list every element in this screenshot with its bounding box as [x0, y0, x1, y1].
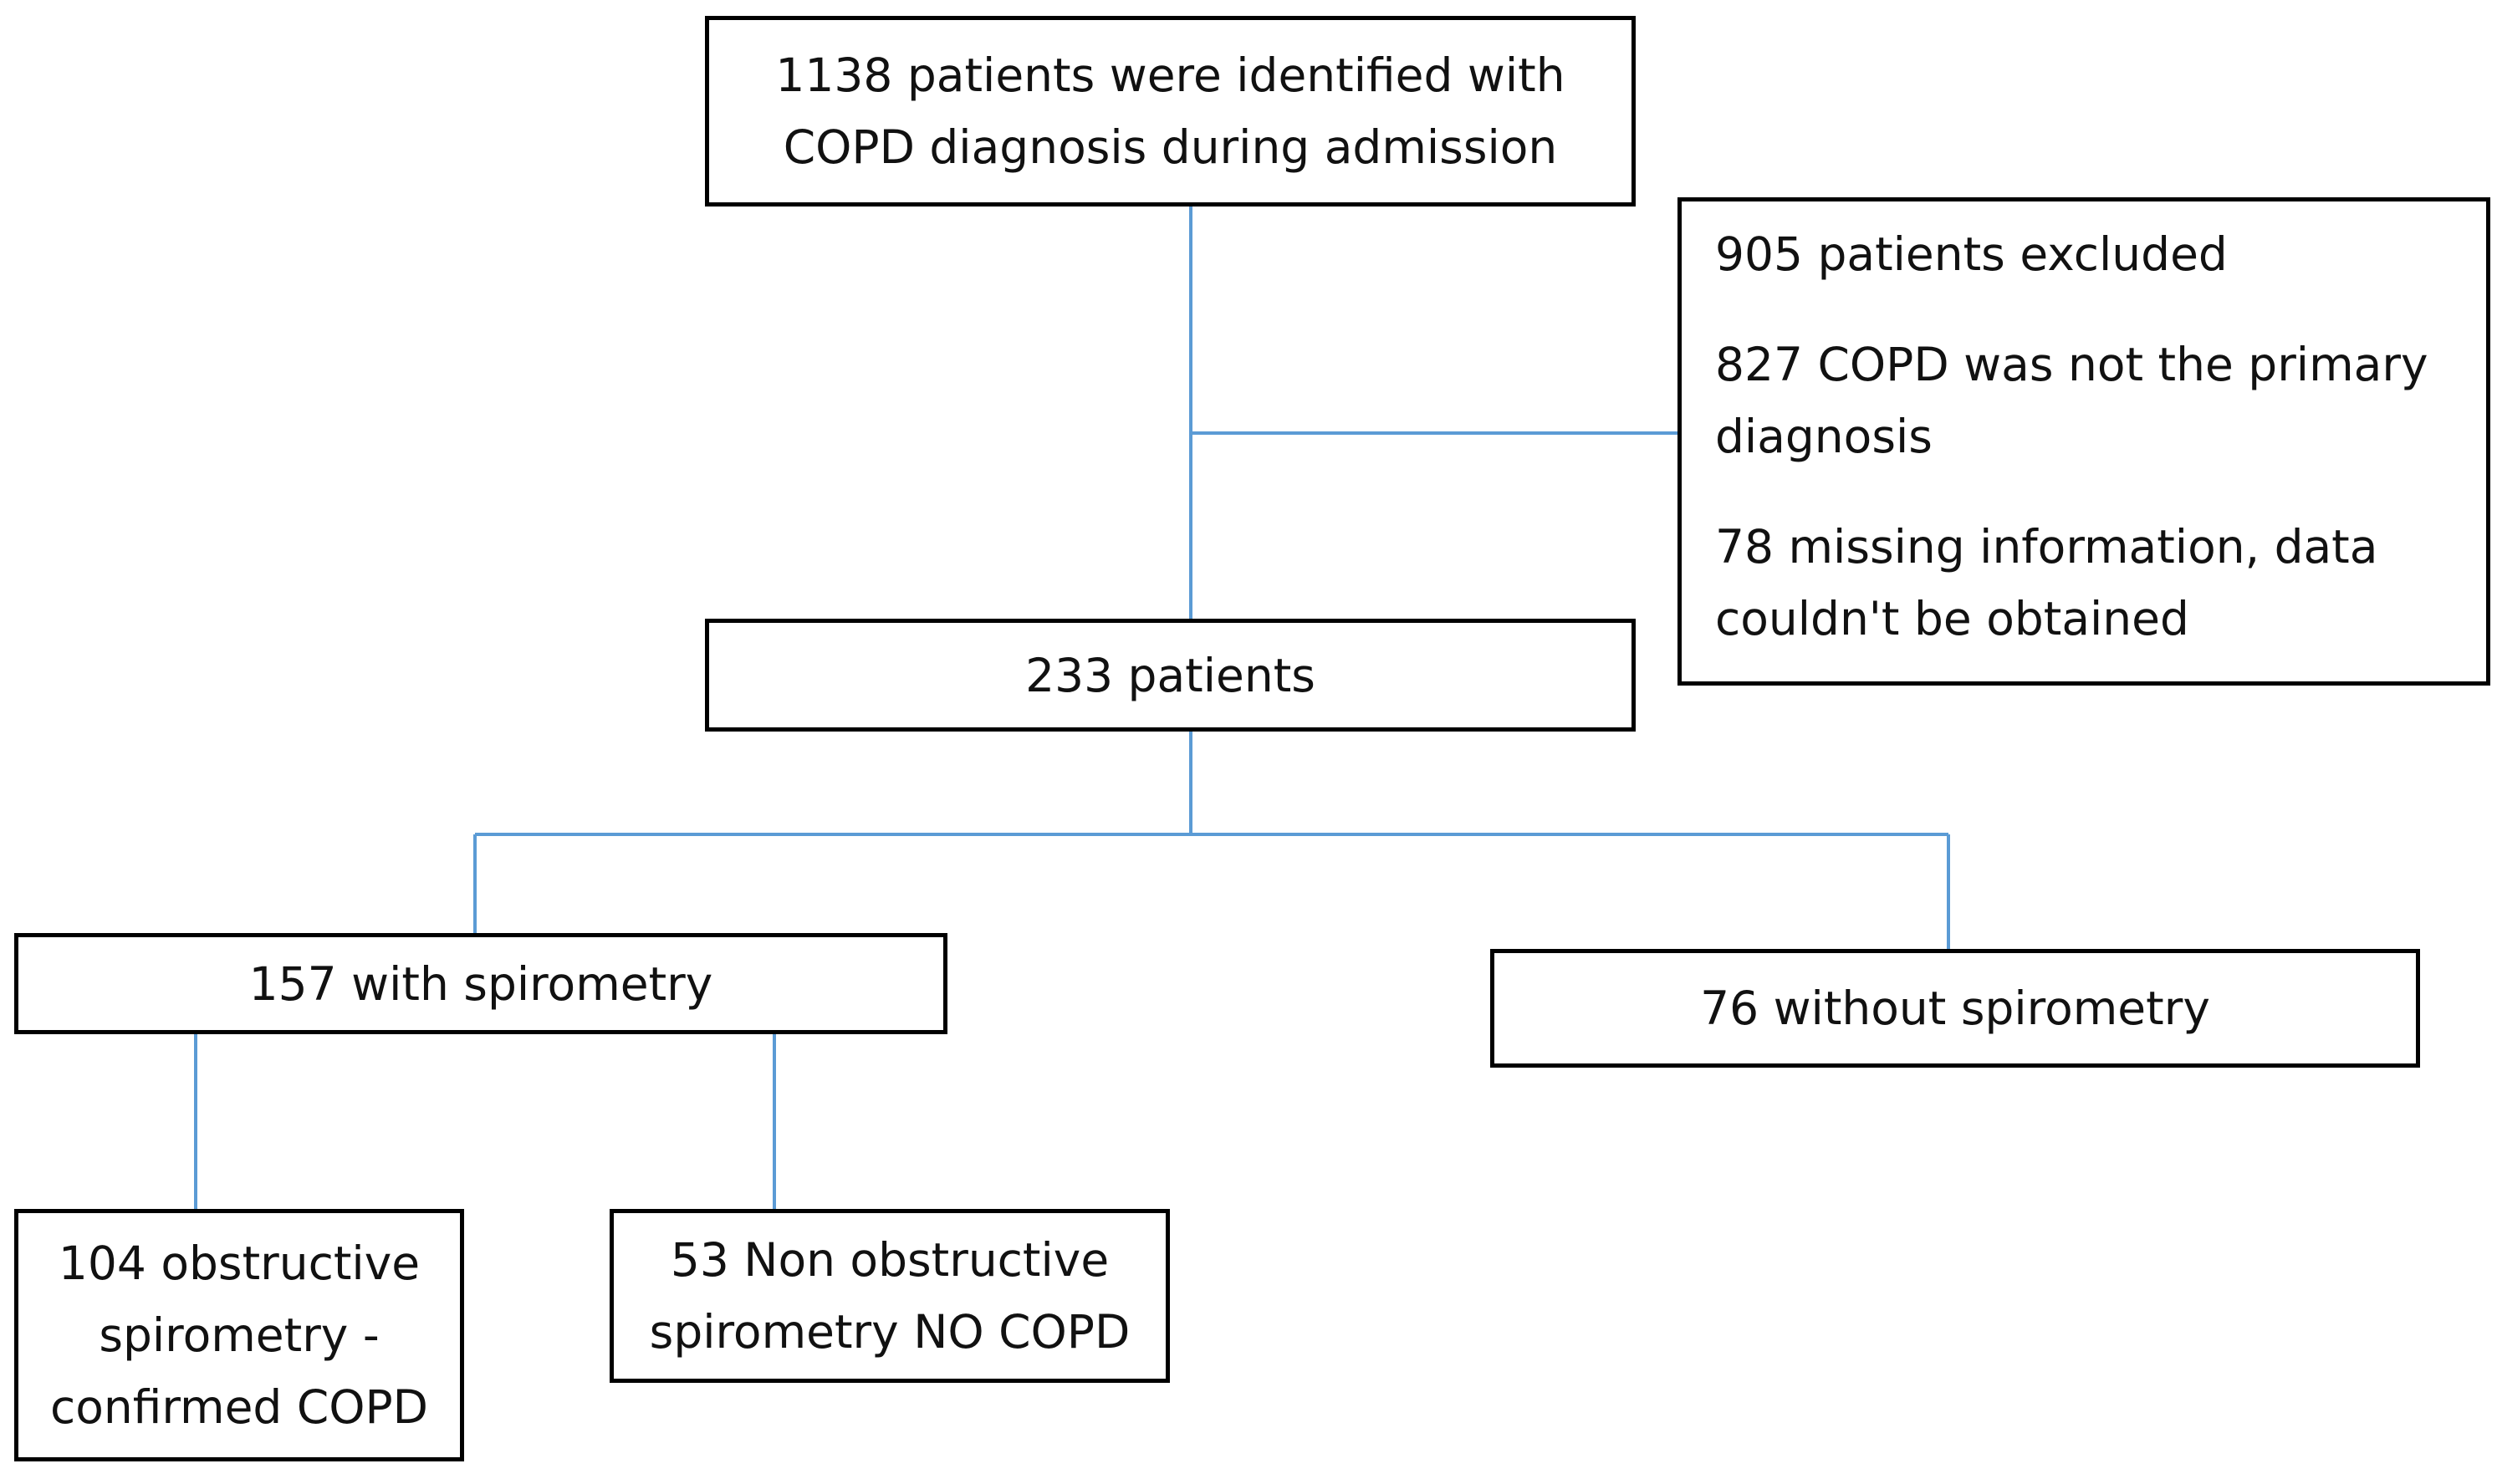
excluded-title: 905 patients excluded — [1715, 227, 2228, 281]
obstructive-spirometry-box: 104 obstructive spirometry - confirmed C… — [14, 1209, 464, 1461]
excluded-patients-box: 905 patients excluded 827 COPD was not t… — [1677, 197, 2490, 686]
excluded-reason-2-line-2: couldn't be obtained — [1715, 592, 2189, 645]
without-spirometry-box: 76 without spirometry — [1490, 949, 2420, 1068]
non-obstructive-spirometry-box: 53 Non obstructive spirometry NO COPD — [610, 1209, 1170, 1383]
included-patients-box: 233 patients — [705, 619, 1636, 732]
excluded-reason-1-line-2: diagnosis — [1715, 410, 1933, 463]
non-obstructive-line-1: 53 Non obstructive — [670, 1233, 1110, 1287]
obstructive-line-3: confirmed COPD — [49, 1380, 429, 1434]
identified-patients-box: 1138 patients were identified with COPD … — [705, 16, 1636, 207]
with-spirometry-label: 157 with spirometry — [248, 956, 713, 1011]
identified-patients-line-1: 1138 patients were identified with — [775, 48, 1565, 102]
included-patients-label: 233 patients — [1025, 648, 1315, 702]
identified-patients-line-2: COPD diagnosis during admission — [783, 120, 1558, 174]
obstructive-line-1: 104 obstructive — [58, 1237, 421, 1290]
without-spirometry-label: 76 without spirometry — [1700, 982, 2210, 1035]
non-obstructive-line-2: spirometry NO COPD — [649, 1305, 1131, 1359]
excluded-reason-1-line-1: 827 COPD was not the primary — [1715, 338, 2428, 391]
excluded-reason-2-line-1: 78 missing information, data — [1715, 520, 2378, 574]
obstructive-line-2: spirometry - — [99, 1308, 380, 1362]
with-spirometry-box: 157 with spirometry — [14, 933, 947, 1034]
